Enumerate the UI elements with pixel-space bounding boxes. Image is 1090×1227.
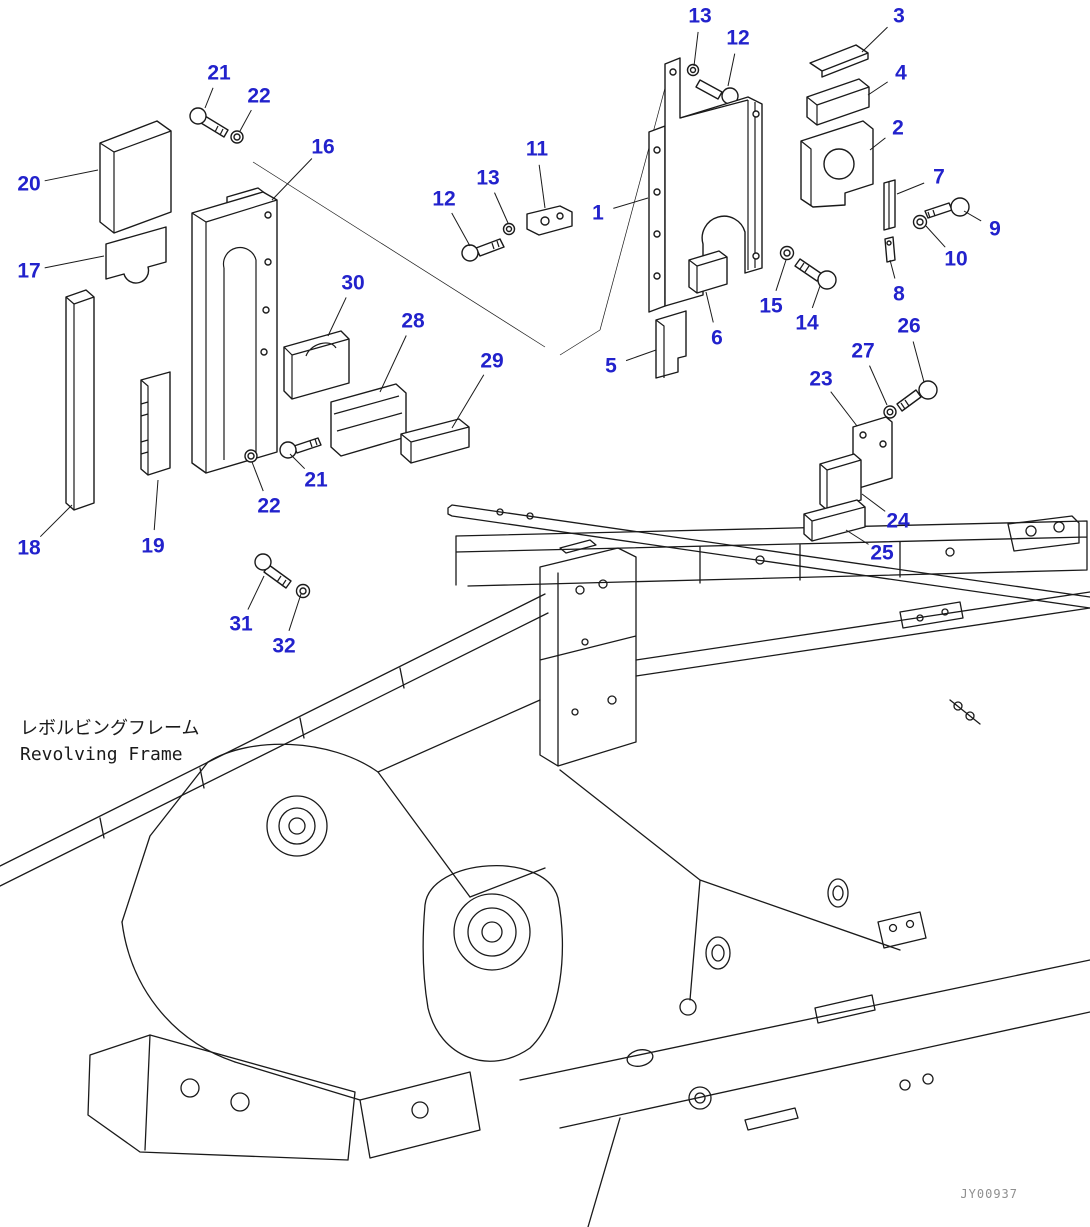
revolving-frame-art	[0, 504, 1090, 1227]
part-label-32: 32	[272, 634, 296, 658]
part-label-12: 12	[432, 187, 456, 211]
part-label-25: 25	[870, 541, 894, 565]
part-label-5: 5	[605, 354, 617, 378]
part-label-18: 18	[17, 536, 41, 560]
part-label-19: 19	[141, 534, 165, 558]
part-label-15: 15	[759, 294, 783, 318]
part-label-13: 13	[688, 4, 712, 28]
part-label-10: 10	[944, 247, 968, 271]
part-label-2: 2	[892, 116, 904, 140]
part-label-11: 11	[525, 137, 549, 161]
part-label-7: 7	[933, 165, 945, 189]
part-label-22: 22	[247, 84, 271, 108]
part-label-16: 16	[311, 135, 335, 159]
part-label-3: 3	[893, 4, 905, 28]
caption-english: Revolving Frame	[20, 744, 183, 766]
exploded-parts-art	[65, 44, 970, 599]
part-label-12: 12	[726, 26, 750, 50]
caption-japanese: レボルビングフレーム	[20, 718, 200, 739]
doc-code: JY00937	[960, 1187, 1018, 1201]
part-label-23: 23	[809, 367, 833, 391]
part-label-17: 17	[17, 259, 41, 283]
part-label-8: 8	[893, 282, 905, 306]
part-label-24: 24	[886, 509, 910, 533]
part-label-28: 28	[401, 309, 425, 333]
part-label-21: 21	[304, 468, 328, 492]
part-label-31: 31	[229, 612, 253, 636]
part-label-13: 13	[476, 166, 500, 190]
part-label-22: 22	[257, 494, 281, 518]
part-label-27: 27	[851, 339, 875, 363]
part-label-29: 29	[480, 349, 504, 373]
part-label-21: 21	[207, 61, 231, 85]
part-label-30: 30	[341, 271, 365, 295]
part-label-1: 1	[592, 201, 604, 225]
part-label-9: 9	[989, 217, 1001, 241]
part-label-14: 14	[795, 311, 819, 335]
part-label-20: 20	[17, 172, 41, 196]
part-label-26: 26	[897, 314, 921, 338]
frame-caption: レボルビングフレーム Revolving Frame	[20, 716, 199, 768]
part-label-6: 6	[711, 326, 723, 350]
part-label-4: 4	[895, 61, 907, 85]
leader-lines	[39, 26, 982, 631]
assembly-axis-lines	[252, 61, 673, 356]
